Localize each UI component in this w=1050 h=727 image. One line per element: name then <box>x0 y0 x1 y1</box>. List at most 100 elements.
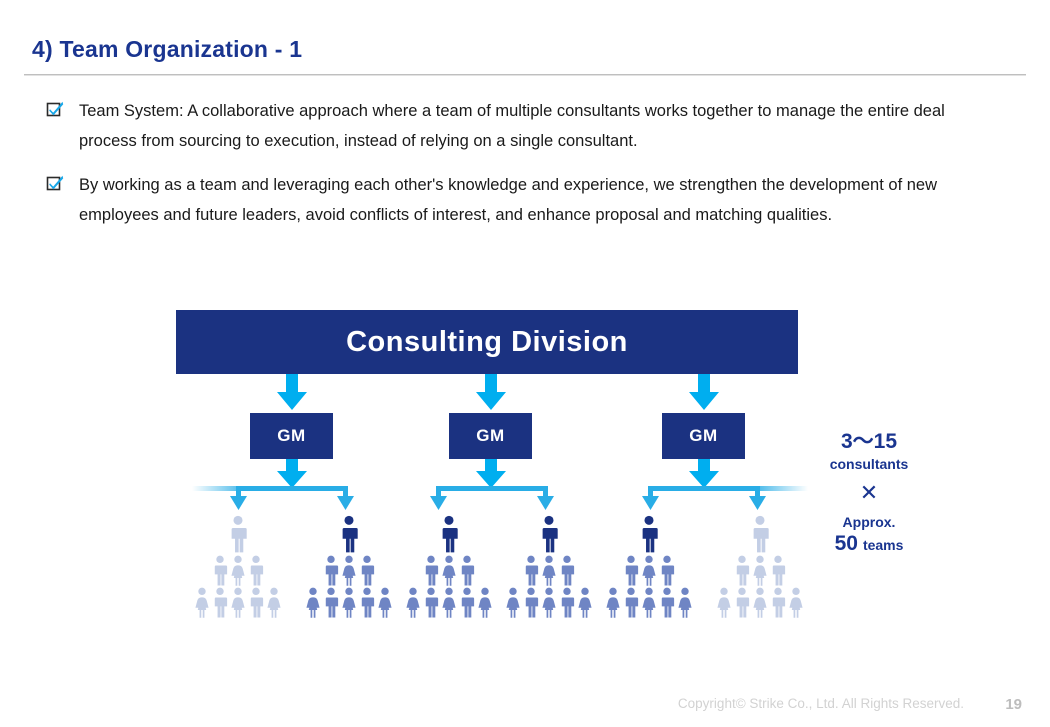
team-member-row-5 <box>494 587 604 618</box>
division-to-gm-arrows <box>277 374 719 410</box>
team-member-row-3 <box>294 555 404 586</box>
gm-label: GM <box>689 426 718 445</box>
team-count-value: 50 <box>834 532 858 555</box>
bullet-list: Team System: A collaborative approach wh… <box>46 96 996 244</box>
person-male-icon <box>213 587 228 618</box>
guide-line-left <box>192 486 252 491</box>
person-male-icon <box>660 555 675 586</box>
person-male-icon <box>424 555 439 586</box>
consultant-range-value: 3〜15 <box>840 430 898 453</box>
person-male-icon <box>249 587 264 618</box>
person-male-icon <box>771 587 786 618</box>
team-leader-row <box>705 515 815 553</box>
person-male-icon <box>341 515 358 553</box>
branch-connectors <box>230 486 766 510</box>
person-female-icon <box>231 555 245 586</box>
team-group-1[interactable] <box>183 515 293 618</box>
team-member-row-5 <box>183 587 293 618</box>
team-group-4[interactable] <box>494 515 604 618</box>
person-female-icon <box>342 555 356 586</box>
team-leader-row <box>183 515 293 553</box>
gm-box-1[interactable]: GM <box>250 413 333 459</box>
person-female-icon <box>267 587 281 618</box>
person-male-icon <box>560 555 575 586</box>
person-female-icon <box>606 587 620 618</box>
person-male-icon <box>524 587 539 618</box>
gm-box-2[interactable]: GM <box>449 413 532 459</box>
person-male-icon <box>771 555 786 586</box>
person-male-icon <box>641 515 658 553</box>
person-male-icon <box>560 587 575 618</box>
person-male-icon <box>541 515 558 553</box>
person-male-icon <box>230 515 247 553</box>
person-male-icon <box>460 555 475 586</box>
person-female-icon <box>578 587 592 618</box>
gm-box-3[interactable]: GM <box>662 413 745 459</box>
person-female-icon <box>442 587 456 618</box>
person-female-icon <box>642 587 656 618</box>
title-divider <box>24 74 1026 76</box>
multiply-icon: ✕ <box>859 480 879 505</box>
person-female-icon <box>478 587 492 618</box>
team-group-2[interactable] <box>294 515 404 618</box>
consultant-range-unit: consultants <box>829 456 909 472</box>
gm-label: GM <box>277 426 306 445</box>
page-number: 19 <box>1005 696 1022 713</box>
team-leader-row <box>294 515 404 553</box>
consulting-division-label: Consulting Division <box>346 325 628 358</box>
person-male-icon <box>735 587 750 618</box>
team-group-3[interactable] <box>394 515 504 618</box>
person-male-icon <box>752 515 769 553</box>
gm-label: GM <box>476 426 505 445</box>
person-female-icon <box>506 587 520 618</box>
person-female-icon <box>406 587 420 618</box>
person-male-icon <box>624 555 639 586</box>
person-male-icon <box>324 555 339 586</box>
team-size-caption: 3〜15 consultants ✕ Approx. 50 teams <box>805 430 933 556</box>
team-member-row-5 <box>294 587 404 618</box>
team-leader-row <box>594 515 704 553</box>
team-member-row-5 <box>705 587 815 618</box>
team-group-6[interactable] <box>705 515 815 618</box>
person-male-icon <box>360 555 375 586</box>
team-member-row-3 <box>394 555 504 586</box>
person-male-icon <box>660 587 675 618</box>
team-leader-row <box>394 515 504 553</box>
approx-label: Approx. <box>842 514 896 530</box>
team-member-row-3 <box>594 555 704 586</box>
team-count-unit: teams <box>862 537 904 553</box>
list-item-text: By working as a team and leveraging each… <box>79 176 938 224</box>
list-item: By working as a team and leveraging each… <box>46 170 996 230</box>
person-female-icon <box>195 587 209 618</box>
checkbox-checked-icon <box>46 100 64 118</box>
person-female-icon <box>306 587 320 618</box>
person-male-icon <box>460 587 475 618</box>
page-title: 4) Team Organization - 1 <box>32 36 303 62</box>
gm-to-branch-arrows <box>277 459 719 488</box>
person-female-icon <box>678 587 692 618</box>
person-male-icon <box>441 515 458 553</box>
person-female-icon <box>378 587 392 618</box>
team-member-row-5 <box>394 587 504 618</box>
person-female-icon <box>642 555 656 586</box>
checkbox-checked-icon <box>46 174 64 192</box>
person-male-icon <box>213 555 228 586</box>
team-leader-row <box>494 515 604 553</box>
team-group-5[interactable] <box>594 515 704 618</box>
person-female-icon <box>753 555 767 586</box>
person-female-icon <box>717 587 731 618</box>
list-item-text: Team System: A collaborative approach wh… <box>79 102 945 150</box>
person-male-icon <box>424 587 439 618</box>
person-female-icon <box>542 555 556 586</box>
team-member-row-3 <box>705 555 815 586</box>
person-male-icon <box>324 587 339 618</box>
person-male-icon <box>735 555 750 586</box>
team-member-row-5 <box>594 587 704 618</box>
person-male-icon <box>624 587 639 618</box>
consulting-division-box[interactable]: Consulting Division <box>176 310 798 374</box>
person-male-icon <box>524 555 539 586</box>
person-male-icon <box>249 555 264 586</box>
